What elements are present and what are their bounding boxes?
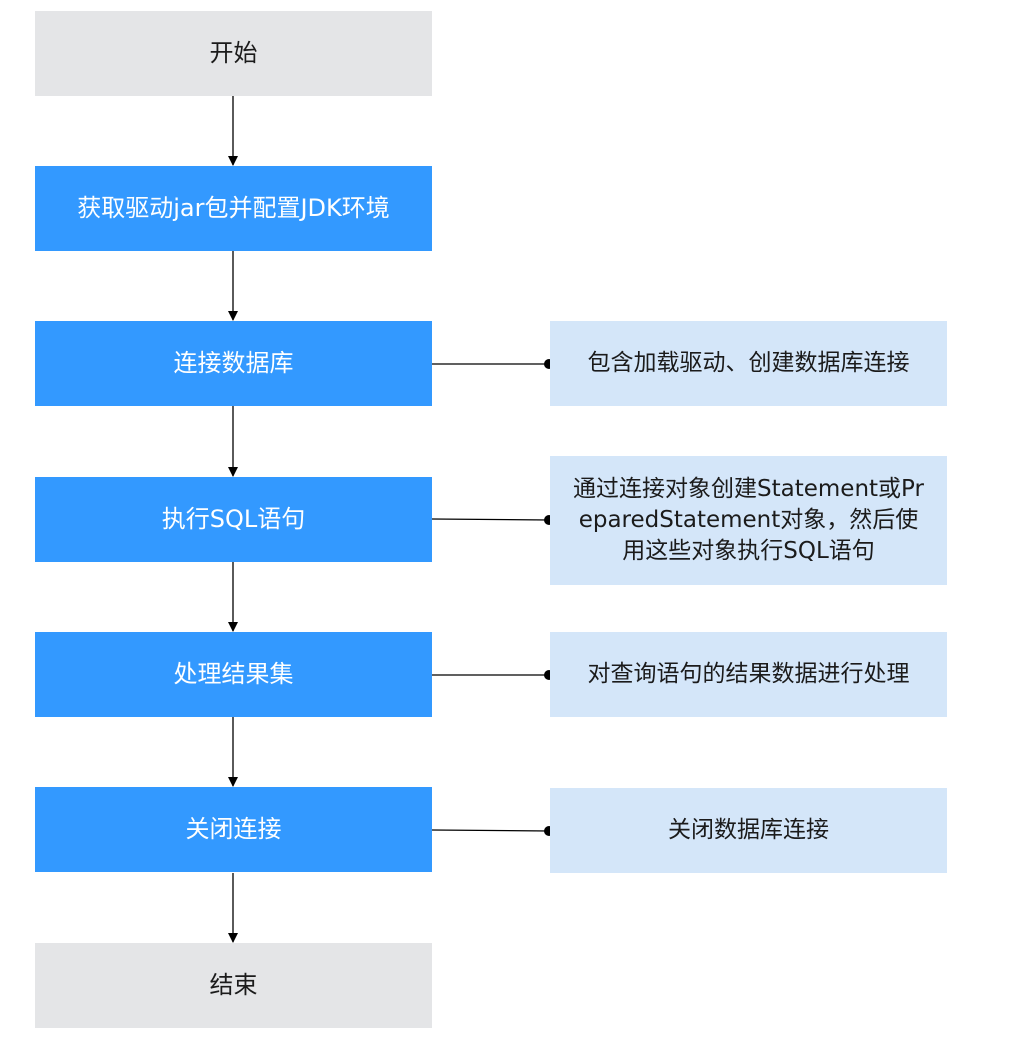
step-close-connection: 关闭连接 xyxy=(35,787,432,872)
step-process-results-label: 处理结果集 xyxy=(173,660,294,688)
start-node: 开始 xyxy=(35,11,432,96)
end-label: 结束 xyxy=(209,971,258,999)
step-get-driver-label: 获取驱动jar包并配置JDK环境 xyxy=(77,194,390,222)
note-close-connection-text: 关闭数据库连接 xyxy=(668,817,829,843)
note-execute-sql: 通过连接对象创建Statement或PreparedStatement对象，然后… xyxy=(550,456,947,585)
step-get-driver: 获取驱动jar包并配置JDK环境 xyxy=(35,166,432,251)
connector-step3-note xyxy=(431,518,550,521)
step-execute-sql: 执行SQL语句 xyxy=(35,477,432,562)
step-execute-sql-label: 执行SQL语句 xyxy=(161,505,306,533)
note-process-results: 对查询语句的结果数据进行处理 xyxy=(550,632,947,717)
note-connect-database: 包含加载驱动、创建数据库连接 xyxy=(550,321,947,406)
note-connect-database-text: 包含加载驱动、创建数据库连接 xyxy=(587,350,910,376)
note-execute-sql-text: 通过连接对象创建Statement或PreparedStatement对象，然后… xyxy=(573,476,924,564)
end-node: 结束 xyxy=(35,943,432,1028)
step-connect-database-label: 连接数据库 xyxy=(173,349,294,377)
start-label: 开始 xyxy=(209,39,258,67)
step-close-connection-label: 关闭连接 xyxy=(185,815,282,843)
connector-step5-note xyxy=(431,829,550,832)
note-process-results-text: 对查询语句的结果数据进行处理 xyxy=(587,661,910,687)
step-connect-database: 连接数据库 xyxy=(35,321,432,406)
step-process-results: 处理结果集 xyxy=(35,632,432,717)
note-close-connection: 关闭数据库连接 xyxy=(550,788,947,873)
